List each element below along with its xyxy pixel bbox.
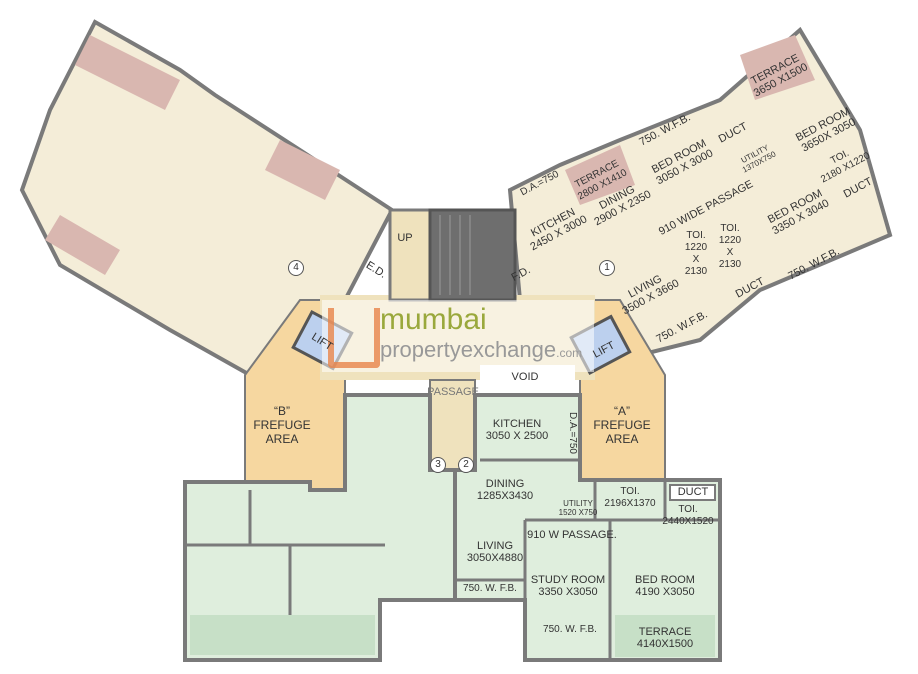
bottom-right-terrace — [615, 615, 715, 657]
watermark-line1: mumbai — [380, 303, 487, 336]
watermark-domain: propertyexchange — [380, 337, 557, 362]
up-label: UP — [397, 232, 413, 244]
watermark: mumbai propertyexchange.com — [322, 300, 594, 372]
duct — [669, 484, 716, 501]
staircase — [428, 208, 517, 302]
toilet-label: TOI.2440X1520 — [662, 504, 714, 527]
watermark-logo-icon — [328, 308, 380, 368]
right-wing-terrace — [565, 145, 635, 205]
right-wing-terrace — [740, 35, 815, 100]
left-wing-terrace — [45, 215, 120, 275]
wfb-label: 750. W. F.B. — [543, 624, 597, 635]
bottom-left-flat — [183, 393, 457, 662]
void-label: VOID — [511, 371, 539, 383]
duct-label: DUCT — [677, 486, 709, 498]
entrance-1: 1 — [599, 260, 615, 276]
entrance-3: 3 — [430, 457, 446, 473]
watermark-suffix: .com — [556, 346, 583, 360]
watermark-line2: propertyexchange.com — [380, 338, 582, 365]
dry-area-label: D.A.=750 — [567, 412, 578, 454]
toilet-label: TOI.2196X1370 — [604, 486, 656, 509]
entrance-4: 4 — [288, 260, 304, 276]
left-wing-terrace — [75, 35, 180, 110]
entrance-2: 2 — [458, 457, 474, 473]
bottom-left-terrace — [190, 615, 375, 655]
left-wing-terrace — [265, 140, 340, 200]
wfb-label: 750. W. F.B. — [463, 583, 517, 594]
lobby — [388, 208, 432, 302]
passage-label: 910 W PASSAGE. — [527, 529, 617, 541]
passage-label: PASSAGE — [427, 386, 479, 398]
